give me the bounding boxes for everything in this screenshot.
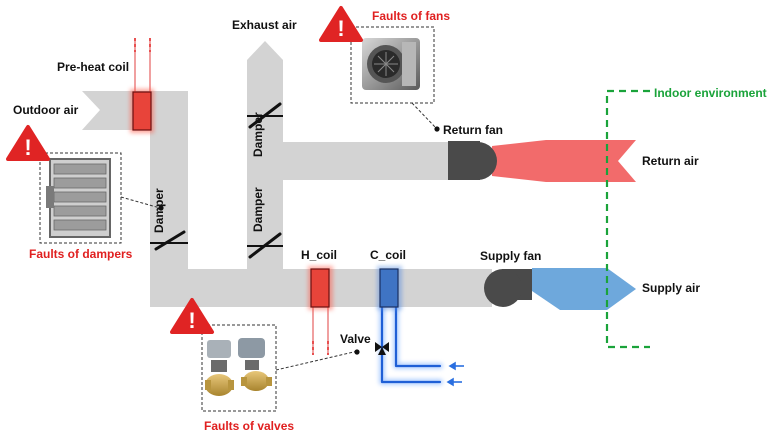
damper-frames xyxy=(150,115,283,247)
supply-fan xyxy=(484,269,532,307)
c-coil xyxy=(379,268,399,308)
return-fan-label: Return fan xyxy=(443,123,503,137)
callout-lines xyxy=(120,102,438,371)
faults-of-valves-label: Faults of valves xyxy=(204,419,294,433)
h-coil-pipes xyxy=(312,307,329,355)
return-air-label: Return air xyxy=(642,154,699,168)
faults-of-dampers-label: Faults of dampers xyxy=(29,247,133,261)
warning-icon-fans: ! xyxy=(319,6,363,42)
flow-arrow-icon xyxy=(446,361,464,387)
h-coil-label: H_coil xyxy=(301,248,337,262)
damper-photo xyxy=(39,152,122,244)
c-coil-pipes xyxy=(379,304,443,385)
warning-icon-valves: ! xyxy=(170,298,214,334)
valve-photo xyxy=(201,324,277,412)
damper-exhaust-label: Damper xyxy=(251,112,265,157)
warning-mark: ! xyxy=(337,16,344,41)
warning-mark: ! xyxy=(188,308,195,333)
valve-label: Valve xyxy=(340,332,371,346)
supply-fan-label: Supply fan xyxy=(480,249,541,263)
preheat-pipes xyxy=(134,38,151,92)
return-duct xyxy=(247,142,450,180)
indoor-environment-boundary xyxy=(605,89,650,349)
preheat-coil-label: Pre-heat coil xyxy=(57,60,129,74)
callout-dots xyxy=(158,126,440,355)
preheat-coil xyxy=(132,91,152,131)
return-fan xyxy=(448,141,497,180)
warning-mark: ! xyxy=(24,135,31,160)
damper-left-blade xyxy=(154,230,186,251)
c-coil-label: C_coil xyxy=(370,248,406,262)
h-coil xyxy=(310,268,330,308)
valve-symbol-icon xyxy=(375,342,389,355)
outdoor-air-label: Outdoor air xyxy=(13,103,79,117)
damper-left-label: Damper xyxy=(152,188,166,233)
damper-mid-label: Damper xyxy=(251,187,265,232)
warning-icon-dampers: ! xyxy=(6,125,50,161)
supply-air-stream xyxy=(532,268,636,310)
supply-air-label: Supply air xyxy=(642,281,700,295)
exhaust-air-label: Exhaust air xyxy=(232,18,297,32)
indoor-environment-label: Indoor environment xyxy=(654,86,767,100)
return-air-stream xyxy=(492,140,636,182)
fan-photo xyxy=(350,26,435,104)
faults-of-fans-label: Faults of fans xyxy=(372,9,450,23)
